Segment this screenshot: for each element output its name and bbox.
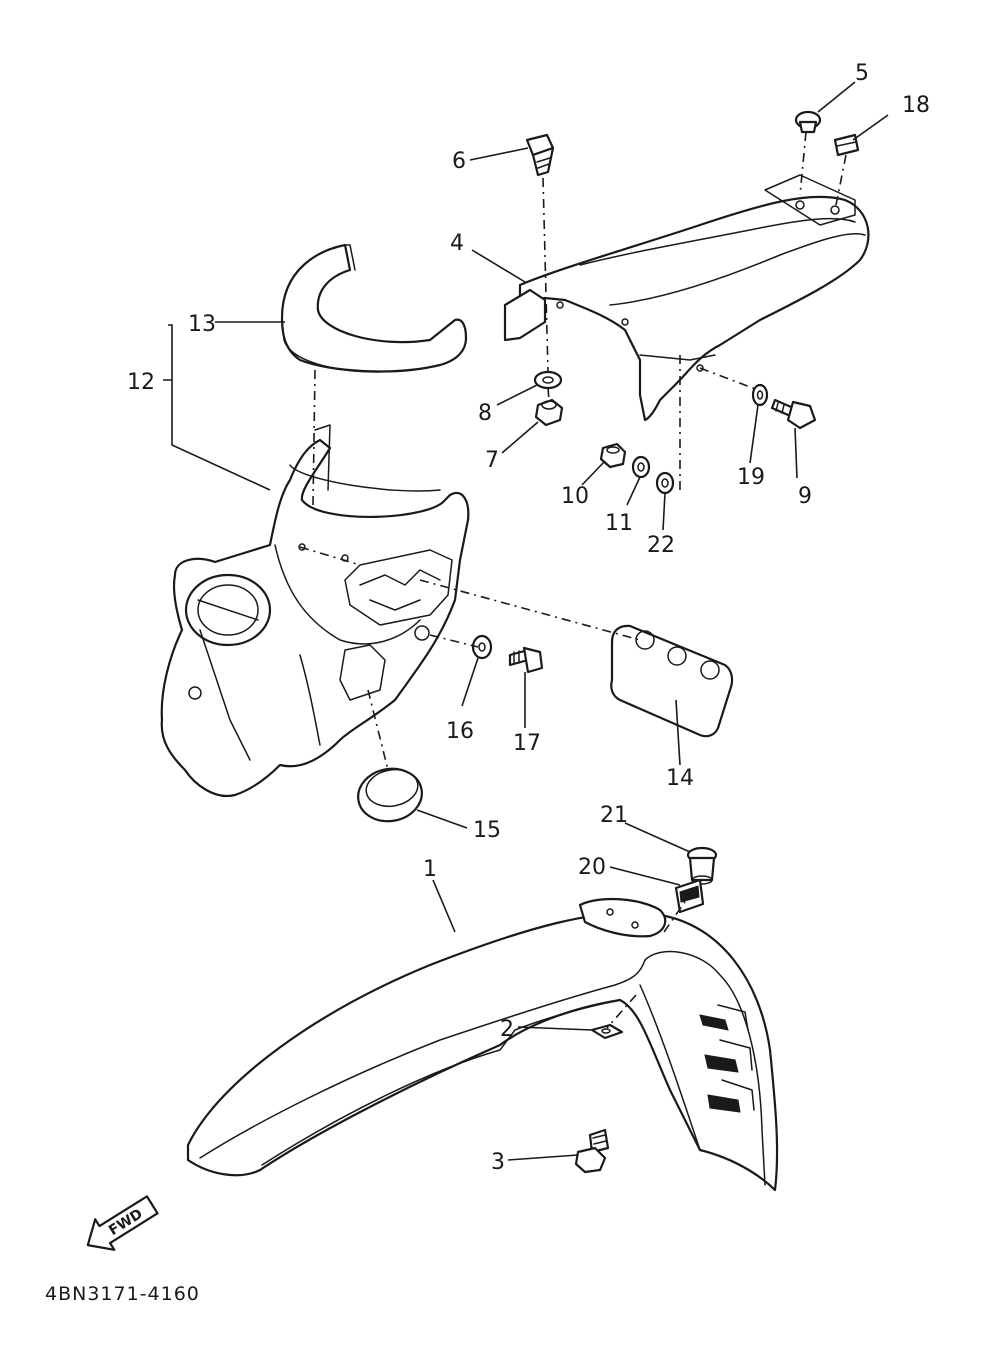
part-6-bolt: [525, 133, 555, 177]
part-18-collar: [833, 133, 860, 157]
callout-numbers: 1 2 3 4 5 6 7 8 9 10 11 12 13 14 15 16 1…: [127, 61, 930, 1175]
leader-lines: [163, 81, 889, 1161]
diagram-code: 4BN3171-4160: [45, 1283, 200, 1305]
part-1-front-fender: [186, 897, 779, 1192]
callout-19: 19: [737, 465, 765, 490]
callout-15: 15: [473, 818, 501, 843]
part-4-rear-fender: [503, 174, 870, 422]
callout-18: 18: [902, 93, 930, 118]
part-22-washer: [655, 471, 675, 495]
callout-5: 5: [855, 61, 869, 86]
callout-4: 4: [450, 231, 464, 256]
callout-11: 11: [605, 511, 633, 536]
callout-16: 16: [446, 719, 474, 744]
part-8-washer: [533, 370, 563, 390]
callout-10: 10: [561, 484, 589, 509]
callout-14: 14: [666, 766, 694, 791]
callout-1: 1: [423, 857, 437, 882]
part-14-plate: [610, 624, 734, 738]
callout-2: 2: [500, 1017, 514, 1042]
callout-6: 6: [452, 149, 466, 174]
part-13-clamp: [280, 243, 468, 373]
part-17-screw: [508, 646, 544, 674]
part-11-washer: [631, 455, 651, 479]
part-2-washer: [590, 1023, 624, 1040]
callout-8: 8: [478, 401, 492, 426]
part-21-collar: [686, 846, 718, 885]
callout-21: 21: [600, 803, 628, 828]
callout-3: 3: [491, 1150, 505, 1175]
callout-22: 22: [647, 533, 675, 558]
part-3-bolt: [574, 1128, 610, 1174]
callout-7: 7: [485, 448, 499, 473]
part-7-nut: [534, 398, 564, 427]
assembly-lines: [299, 131, 847, 1029]
callout-12: 12: [127, 370, 155, 395]
callout-13: 13: [188, 312, 216, 337]
part-9-bolt: [770, 398, 817, 430]
part-19-washer: [751, 383, 769, 407]
part-12-housing: [160, 424, 470, 798]
callout-17: 17: [513, 731, 541, 756]
part-15-cap: [357, 767, 423, 823]
part-5-bolt: [794, 110, 822, 134]
part-16-washer: [471, 634, 493, 660]
callout-20: 20: [578, 855, 606, 880]
fwd-arrow-icon: FWD: [86, 1195, 159, 1251]
callout-9: 9: [798, 484, 812, 509]
part-10-nut: [599, 442, 627, 469]
